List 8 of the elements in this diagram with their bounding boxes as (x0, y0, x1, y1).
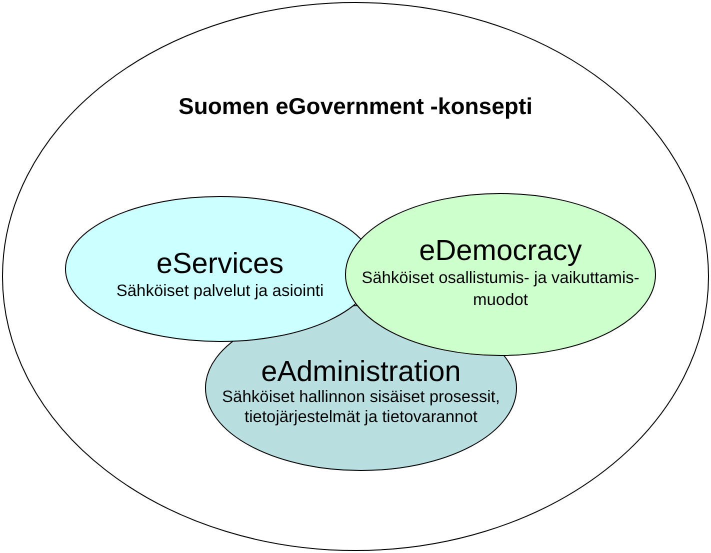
area-description: Sähköiset osallistumis- ja vaikuttamis- muodot (360, 268, 640, 311)
concept-title: Suomen eGovernment -konsepti (177, 92, 534, 120)
area-heading: eDemocracy (418, 236, 583, 266)
area-ellipse (345, 193, 656, 356)
area-description: Sähköiset palvelut ja asiointi (115, 281, 325, 302)
area-description: Sähköiset hallinnon sisäiset prosessit, tietojärjestelmät ja tietovarannot (221, 387, 501, 427)
area-heading: eAdministration (260, 357, 462, 387)
area-heading: eServices (155, 249, 285, 279)
